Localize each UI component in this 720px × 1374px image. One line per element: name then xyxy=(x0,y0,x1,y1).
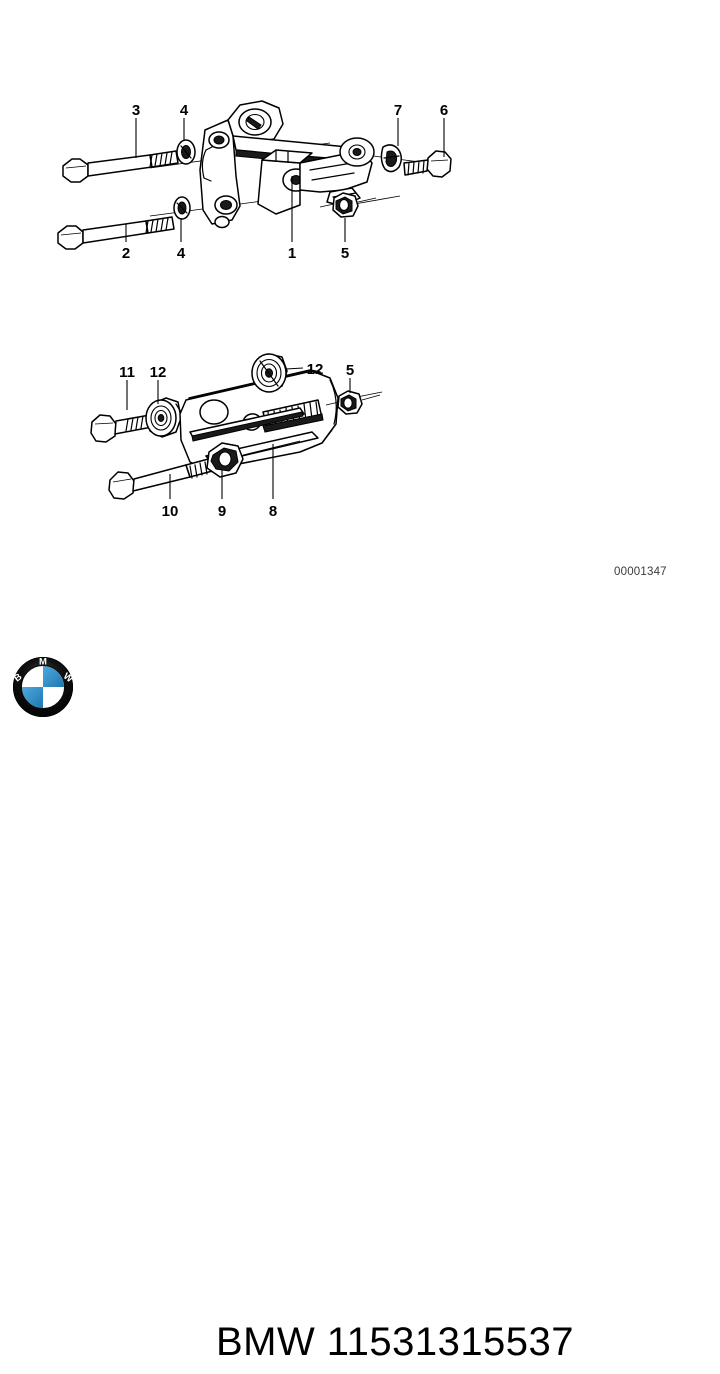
callout-label-12-left: 12 xyxy=(150,364,167,381)
callout-10: 10 xyxy=(162,474,179,520)
callout-label-12-right: 12 xyxy=(307,361,324,378)
callout-6: 6 xyxy=(440,102,448,157)
callout-label-5-right: 5 xyxy=(346,362,354,379)
callout-label-4-lower: 4 xyxy=(177,245,186,262)
callout-5-right: 5 xyxy=(346,362,354,393)
callout-7: 7 xyxy=(394,102,402,146)
callout-label-6: 6 xyxy=(440,102,448,119)
part-6-hex-bolt xyxy=(403,150,452,178)
part-5-hex-nut xyxy=(319,192,377,218)
callout-2: 2 xyxy=(122,224,130,262)
callout-1: 1 xyxy=(288,176,296,262)
upper-assembly: 3 4 7 6 2 xyxy=(57,100,452,262)
callout-label-11: 11 xyxy=(119,364,135,381)
callout-8: 8 xyxy=(269,444,277,520)
part-4-lock-washer-upper xyxy=(176,139,196,165)
part-number-label: BMW 11531315537 xyxy=(215,1320,575,1364)
callout-4-upper: 4 xyxy=(180,102,189,140)
part-1-support-bracket xyxy=(199,100,375,229)
part-9-hex-nut xyxy=(206,440,301,478)
callout-5-upper: 5 xyxy=(341,218,349,262)
callout-label-10: 10 xyxy=(162,503,179,520)
part-5-hex-nut-right xyxy=(325,390,381,415)
part-4-lock-washer-lower xyxy=(173,196,191,220)
callout-label-7: 7 xyxy=(394,102,402,119)
diagram-sheet: 3 4 7 6 2 xyxy=(0,100,720,1365)
callout-label-2: 2 xyxy=(122,245,130,262)
part-12-bushing-right xyxy=(251,353,288,393)
callout-11: 11 xyxy=(119,364,135,410)
bmw-logo-icon: B M W xyxy=(12,656,75,718)
part-11-hex-bolt xyxy=(90,414,153,443)
part-12-bushing-left xyxy=(145,397,182,438)
callout-label-9: 9 xyxy=(218,503,226,520)
callout-label-1: 1 xyxy=(288,245,296,262)
bmw-roundel-svg: B M W xyxy=(12,657,75,718)
part-10-long-hex-bolt xyxy=(108,457,217,500)
callout-label-4-upper: 4 xyxy=(180,102,189,119)
callout-label-8: 8 xyxy=(269,503,277,520)
callout-label-3: 3 xyxy=(132,102,140,119)
upper-callouts: 3 4 7 6 2 xyxy=(122,102,448,262)
lower-callouts: 11 12 12 5 10 xyxy=(119,361,354,520)
callout-4-lower: 4 xyxy=(177,218,186,262)
bmw-logo-letter-m: M xyxy=(39,657,47,668)
diagram-reference-code: 00001347 xyxy=(614,566,667,578)
lower-assembly: 11 12 12 5 10 xyxy=(90,353,383,520)
callout-12-left: 12 xyxy=(150,364,167,404)
callout-label-5-upper: 5 xyxy=(341,245,349,262)
parts-diagram-canvas: 3 4 7 6 2 xyxy=(57,100,452,520)
callout-3: 3 xyxy=(132,102,140,158)
part-7-lock-washer xyxy=(380,144,402,173)
footer-bar: B M W BMW 11531315537 xyxy=(0,655,720,1365)
part-2-long-hex-bolt xyxy=(57,216,175,250)
callout-9: 9 xyxy=(218,470,226,520)
callout-12-right: 12 xyxy=(285,361,324,378)
part-3-long-hex-bolt xyxy=(62,150,179,183)
